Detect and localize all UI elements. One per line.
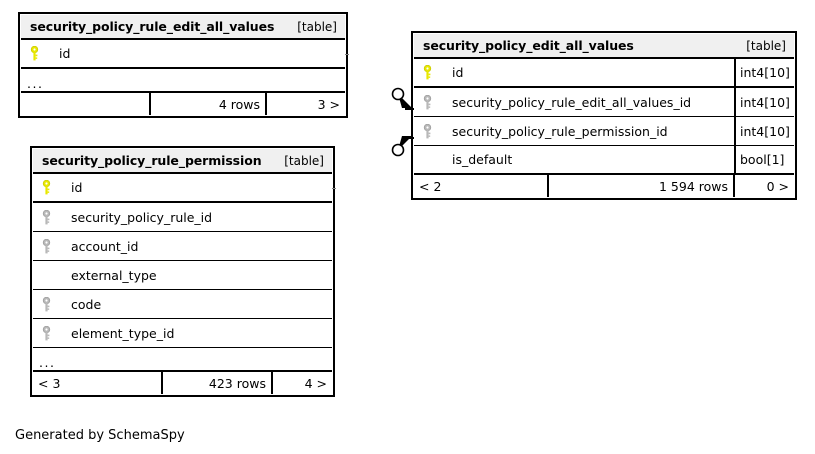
table-row[interactable]: id: [33, 174, 336, 203]
generated-by-caption: Generated by SchemaSpy: [15, 428, 185, 443]
table-footer: < 2 1 594 rows 0 >: [414, 175, 794, 197]
column-name: external_type: [71, 267, 157, 283]
foreign-key-icon: [414, 94, 440, 110]
table-row[interactable]: id int4[10]: [414, 59, 794, 88]
column-type: int4[10]: [734, 117, 794, 145]
table-footer: 4 rows 3 >: [21, 93, 345, 115]
table-header: security_policy_rule_edit_all_values [ta…: [21, 15, 345, 40]
table-row[interactable]: code: [33, 290, 332, 319]
table-row[interactable]: security_policy_rule_permission_id int4[…: [414, 117, 794, 146]
table-type-tag: [table]: [746, 38, 786, 53]
table-type-tag: [table]: [297, 19, 337, 34]
table-body: security_policy_rule_permission [table] …: [32, 148, 336, 395]
table-body: security_policy_rule_edit_all_values [ta…: [20, 14, 349, 116]
column-name: id: [71, 180, 83, 195]
table-type-tag: [table]: [284, 153, 324, 168]
more-columns-indicator[interactable]: ...: [33, 348, 332, 372]
column-name: id: [59, 46, 71, 61]
table-title: security_policy_edit_all_values: [423, 38, 634, 53]
table-row[interactable]: security_policy_rule_edit_all_values_id …: [414, 88, 794, 117]
table-row[interactable]: is_default bool[1]: [414, 146, 794, 175]
table-header: security_policy_edit_all_values [table]: [414, 34, 794, 59]
footer-row-count: 423 rows: [163, 372, 273, 394]
table-row[interactable]: security_policy_rule_id: [33, 203, 332, 232]
table-row[interactable]: id: [21, 40, 349, 69]
footer-parents-count[interactable]: < 2: [414, 175, 549, 197]
more-columns-indicator[interactable]: ...: [21, 69, 345, 93]
column-name: id: [452, 65, 464, 80]
primary-key-icon: [21, 46, 47, 61]
column-type: int4[10]: [734, 59, 794, 86]
primary-key-icon: [33, 180, 59, 195]
primary-key-icon: [414, 65, 440, 80]
footer-row-count: 1 594 rows: [549, 175, 735, 197]
table-header: security_policy_rule_permission [table]: [33, 149, 332, 174]
foreign-key-icon: [33, 325, 59, 341]
footer-row-count: 4 rows: [151, 93, 267, 115]
table-row[interactable]: account_id: [33, 232, 332, 261]
column-name: is_default: [452, 152, 513, 167]
column-name: security_policy_rule_id: [71, 209, 213, 225]
relationship-stub: [345, 53, 349, 55]
column-type: int4[10]: [734, 88, 794, 116]
erd-table-security-policy-rule-permission[interactable]: security_policy_rule_permission [table] …: [30, 146, 336, 397]
relationship-stub: [332, 187, 336, 189]
table-title: security_policy_rule_permission: [42, 153, 262, 168]
table-row[interactable]: element_type_id: [33, 319, 332, 348]
column-name: security_policy_rule_edit_all_values_id: [452, 94, 692, 110]
footer-children-count[interactable]: 3 >: [317, 96, 340, 112]
column-name: account_id: [71, 238, 139, 254]
footer-parents-count[interactable]: [21, 93, 151, 115]
foreign-key-icon: [33, 296, 59, 312]
table-footer: < 3 423 rows 4 >: [33, 372, 332, 394]
column-type: bool[1]: [734, 146, 794, 173]
column-name: element_type_id: [71, 325, 175, 341]
footer-parents-count[interactable]: < 3: [33, 372, 163, 394]
erd-table-security-policy-rule-edit-all-values[interactable]: security_policy_rule_edit_all_values [ta…: [18, 12, 349, 118]
footer-children-count[interactable]: 4 >: [304, 375, 327, 391]
erd-table-security-policy-edit-all-values[interactable]: security_policy_edit_all_values [table] …: [411, 31, 797, 200]
table-body: security_policy_edit_all_values [table] …: [413, 33, 795, 198]
foreign-key-icon: [414, 123, 440, 139]
footer-children-count[interactable]: 0 >: [766, 178, 789, 194]
column-name: security_policy_rule_permission_id: [452, 123, 668, 139]
column-name: code: [71, 296, 102, 312]
table-row[interactable]: external_type: [33, 261, 332, 290]
foreign-key-icon: [33, 238, 59, 254]
table-title: security_policy_rule_edit_all_values: [30, 19, 275, 34]
foreign-key-icon: [33, 209, 59, 225]
